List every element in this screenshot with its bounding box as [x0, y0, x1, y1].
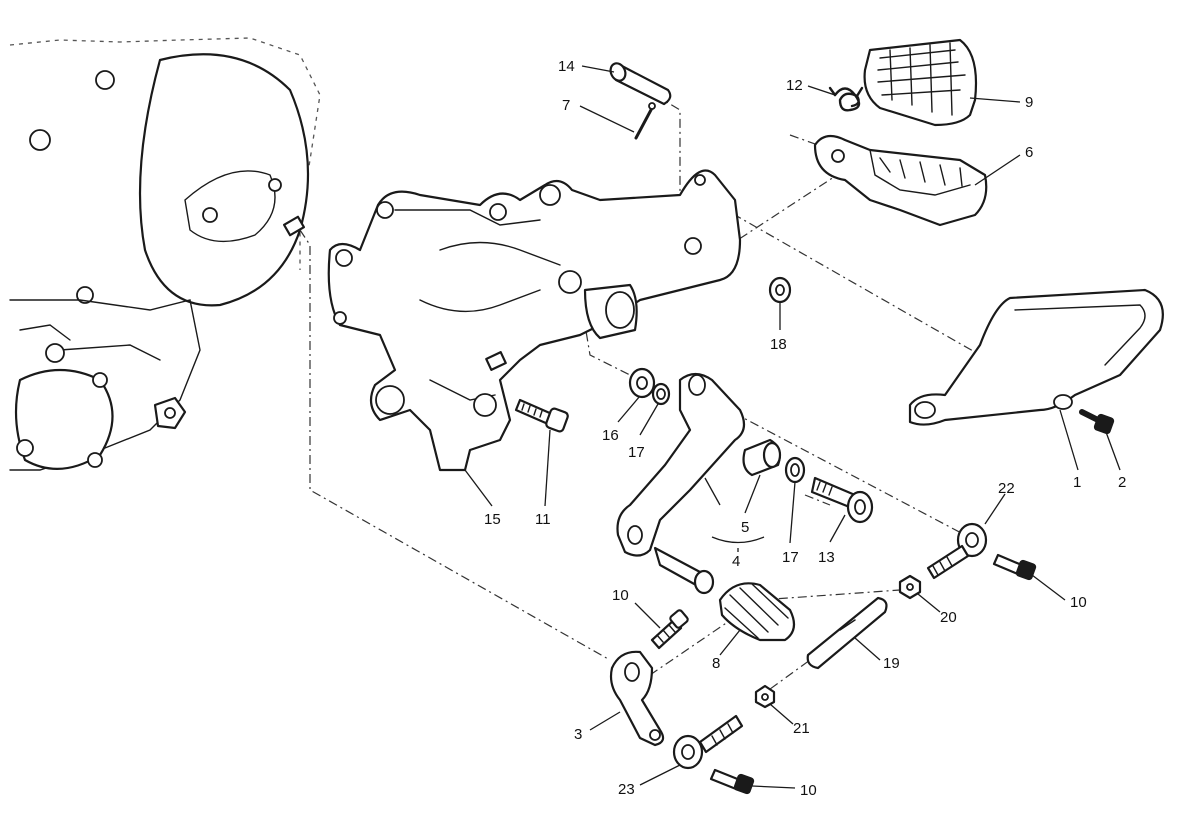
callout-9: 9	[1025, 94, 1033, 111]
part-10-bolt-bottom	[709, 768, 755, 795]
part-8-pedal-rubber	[718, 582, 796, 642]
callout-22: 22	[998, 480, 1015, 497]
callout-3: 3	[574, 726, 582, 743]
callout-2: 2	[1118, 474, 1126, 491]
callout-6: 6	[1025, 144, 1033, 161]
part-10-bolt-mid	[650, 609, 689, 650]
part-17-washer-lower	[784, 456, 806, 484]
part-5-bushing	[742, 438, 782, 477]
callout-12: 12	[786, 77, 803, 94]
callout-1: 1	[1073, 474, 1081, 491]
callout-20: 20	[940, 609, 957, 626]
callout-8: 8	[712, 655, 720, 672]
callout-10-bottom: 10	[800, 782, 817, 799]
callout-11: 11	[535, 511, 551, 528]
part-6-footpeg	[813, 134, 988, 227]
part-1-heel-guard	[908, 288, 1164, 426]
part-17-washer-upper	[651, 382, 671, 406]
part-14-pin	[609, 62, 672, 106]
callout-5: 5	[741, 519, 749, 536]
part-21-nut	[754, 684, 776, 709]
callout-15: 15	[484, 511, 501, 528]
callout-18: 18	[770, 336, 787, 353]
part-3-lever	[609, 650, 665, 747]
callout-19: 19	[883, 655, 900, 672]
callout-16: 16	[602, 427, 619, 444]
part-22-rod-end	[926, 522, 988, 580]
engine-casing	[9, 37, 321, 471]
callout-17-upper: 17	[628, 444, 645, 461]
callout-21: 21	[793, 720, 810, 737]
part-4-pedal-lever	[616, 372, 746, 595]
part-12-spring	[828, 86, 864, 112]
part-16-washer	[628, 367, 656, 399]
callout-10-right: 10	[1070, 594, 1087, 611]
callout-17-lower: 17	[782, 549, 799, 566]
part-13-pivot-bolt	[810, 476, 874, 524]
callout-23: 23	[618, 781, 635, 798]
part-20-nut	[898, 574, 922, 600]
part-15-bracket	[327, 169, 742, 472]
part-23-rod-end	[672, 714, 744, 770]
callout-labels: 14 7 12 9 6 18 1 2 16 17 15 11 5 4 17 13…	[484, 58, 1126, 799]
callout-10-mid: 10	[612, 587, 629, 604]
part-9-footpeg-rubber	[863, 38, 978, 127]
callout-7: 7	[562, 97, 570, 114]
part-19-adjuster-rod	[806, 596, 888, 670]
callout-14: 14	[558, 58, 575, 75]
part-11-bolt	[514, 398, 569, 433]
part-7-split-pin	[634, 102, 656, 140]
part-10-bolt-right	[992, 553, 1037, 581]
part-2-bolt	[1079, 409, 1115, 435]
leader-lines	[464, 65, 1121, 789]
part-18-washer	[768, 276, 792, 304]
callout-13: 13	[818, 549, 835, 566]
callout-4: 4	[732, 553, 740, 570]
